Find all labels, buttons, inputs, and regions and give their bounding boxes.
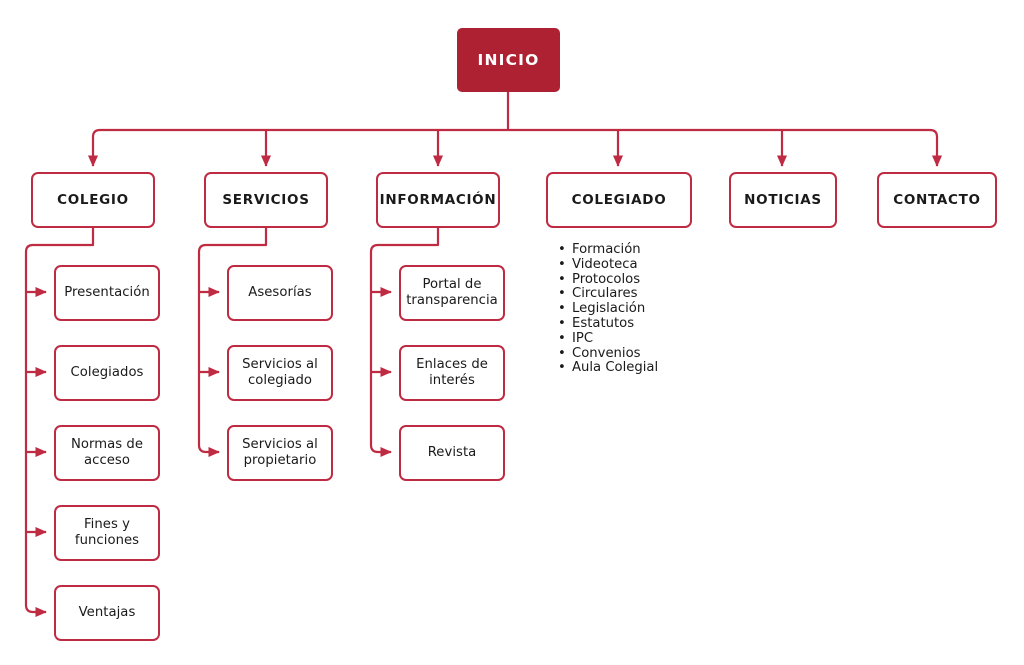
- list-item: Videoteca: [558, 257, 658, 273]
- node-label: Ventajas: [78, 604, 136, 620]
- node-colegio[interactable]: COLEGIO: [31, 172, 155, 228]
- node-servicios[interactable]: SERVICIOS: [204, 172, 328, 228]
- node-label: Servicios al colegiado: [242, 356, 318, 388]
- list-item: Formación: [558, 242, 658, 258]
- node-label: Presentación: [64, 284, 150, 300]
- node-label: Normas de acceso: [70, 436, 144, 468]
- list-item: Protocolos: [558, 272, 658, 288]
- node-label: Enlaces de interés: [416, 356, 488, 388]
- node-label: Colegiados: [70, 364, 144, 380]
- node-portal-de-transparencia[interactable]: Portal de transparencia: [399, 265, 505, 321]
- node-asesorias[interactable]: Asesorías: [227, 265, 333, 321]
- node-label: Fines y funciones: [74, 516, 140, 548]
- node-label: Revista: [427, 444, 477, 460]
- list-item: IPC: [558, 331, 658, 347]
- node-label: Portal de transparencia: [406, 276, 498, 308]
- list-item: Circulares: [558, 287, 658, 302]
- list-item: Legislación: [558, 301, 658, 317]
- node-enlaces-de-interes[interactable]: Enlaces de interés: [399, 345, 505, 401]
- node-colegiado[interactable]: COLEGIADO: [546, 172, 692, 228]
- node-servicios-al-propietario[interactable]: Servicios al propietario: [227, 425, 333, 481]
- node-colegiados[interactable]: Colegiados: [54, 345, 160, 401]
- node-presentacion[interactable]: Presentación: [54, 265, 160, 321]
- node-servicios-al-colegiado[interactable]: Servicios al colegiado: [227, 345, 333, 401]
- colegiado-bullet-list: Formación Videoteca Protocolos Circulare…: [558, 242, 658, 376]
- list-item: Estatutos: [558, 316, 658, 332]
- node-label: INFORMACIÓN: [379, 191, 497, 208]
- node-noticias[interactable]: NOTICIAS: [729, 172, 837, 228]
- list-item: Aula Colegial: [558, 361, 658, 376]
- node-label: CONTACTO: [893, 191, 981, 208]
- node-label: COLEGIO: [57, 191, 129, 208]
- node-label: Asesorías: [248, 284, 312, 300]
- node-contacto[interactable]: CONTACTO: [877, 172, 997, 228]
- node-inicio[interactable]: INICIO: [457, 28, 560, 92]
- node-label: SERVICIOS: [222, 191, 310, 208]
- node-fines-y-funciones[interactable]: Fines y funciones: [54, 505, 160, 561]
- node-label: INICIO: [477, 50, 540, 69]
- node-label: COLEGIADO: [571, 191, 667, 208]
- node-revista[interactable]: Revista: [399, 425, 505, 481]
- node-ventajas[interactable]: Ventajas: [54, 585, 160, 641]
- node-label: Servicios al propietario: [242, 436, 318, 468]
- node-informacion[interactable]: INFORMACIÓN: [376, 172, 500, 228]
- node-normas-de-acceso[interactable]: Normas de acceso: [54, 425, 160, 481]
- node-label: NOTICIAS: [744, 191, 822, 208]
- list-item: Convenios: [558, 346, 658, 362]
